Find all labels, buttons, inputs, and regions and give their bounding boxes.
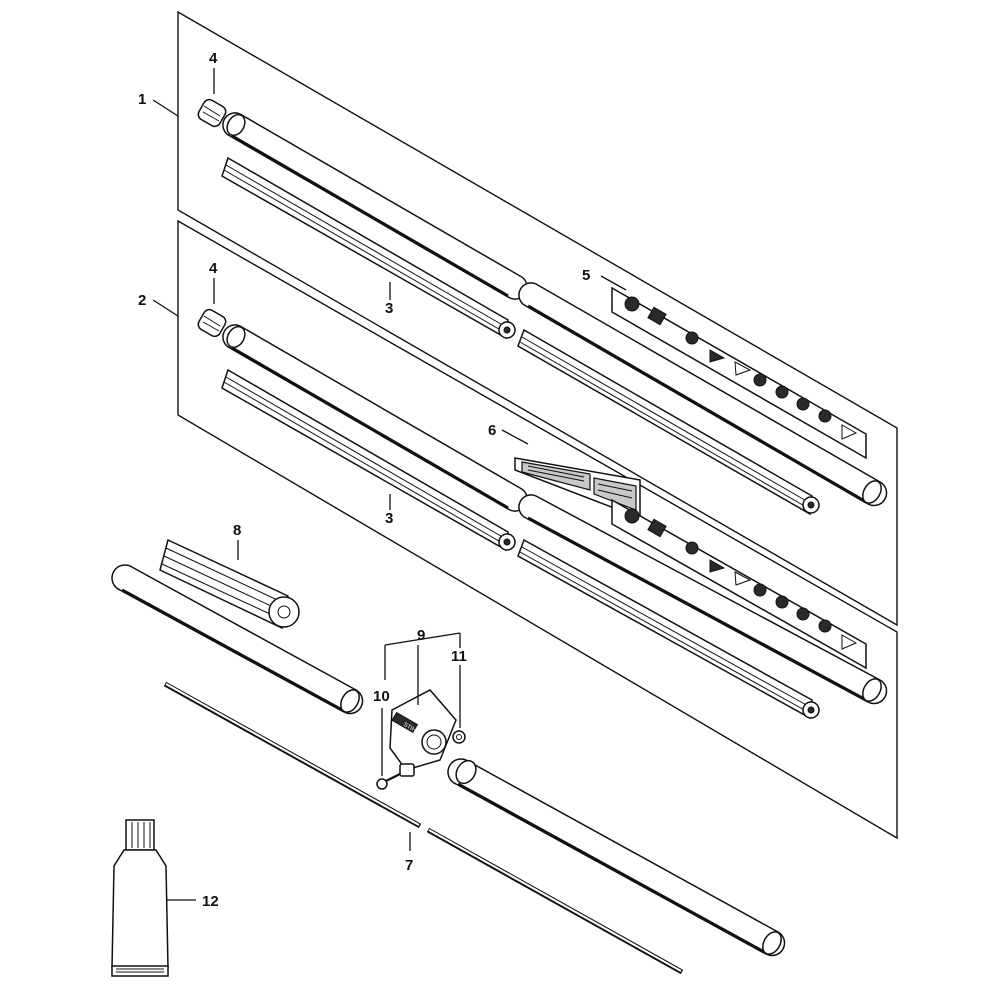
tube-lower-left <box>111 564 364 715</box>
liner-2-left <box>221 368 516 552</box>
drive-shaft-part-7 <box>163 681 684 975</box>
callout-1: 1 <box>138 91 146 108</box>
screw-part-10 <box>376 773 401 790</box>
drive-tube-1-left <box>222 112 528 300</box>
callout-8: 8 <box>233 522 241 539</box>
callout-11: 11 <box>451 648 467 665</box>
liner-1-left <box>221 156 516 340</box>
leader-lines <box>152 68 627 901</box>
callout-10: 10 <box>373 688 390 705</box>
drive-tube-2-right <box>518 494 888 705</box>
tube-lower-right <box>447 758 786 957</box>
drive-tube-2-left <box>222 324 528 512</box>
assembly-2-frame <box>177 219 898 840</box>
assembly-2-parts <box>197 308 888 720</box>
warning-label-5 <box>611 286 867 460</box>
nut-part-11 <box>452 730 466 744</box>
grease-tube-part-12 <box>111 819 169 977</box>
callout-3-b: 3 <box>385 510 393 527</box>
callout-2: 2 <box>138 292 146 309</box>
callout-9: 9 <box>417 627 425 644</box>
callout-4-a: 4 <box>209 50 218 67</box>
liner-1-right <box>517 328 820 516</box>
liner-2-right <box>517 538 820 720</box>
callout-12: 12 <box>202 893 219 910</box>
cap-part-4-b <box>197 308 227 338</box>
callout-6: 6 <box>488 422 496 439</box>
callout-7: 7 <box>405 857 413 874</box>
callout-5: 5 <box>582 267 590 284</box>
assembly-1-parts <box>197 98 888 516</box>
cap-part-4-a <box>197 98 227 128</box>
label-6 <box>514 457 641 520</box>
splined-sleeve-part-8 <box>159 538 300 630</box>
clamp-part-9: STIHL <box>389 689 457 777</box>
callout-3-a: 3 <box>385 300 393 317</box>
callout-4-b: 4 <box>209 260 218 277</box>
warning-label-2 <box>611 498 867 670</box>
assembly-1-frame <box>177 10 898 627</box>
drive-tube-1-right <box>518 282 888 507</box>
